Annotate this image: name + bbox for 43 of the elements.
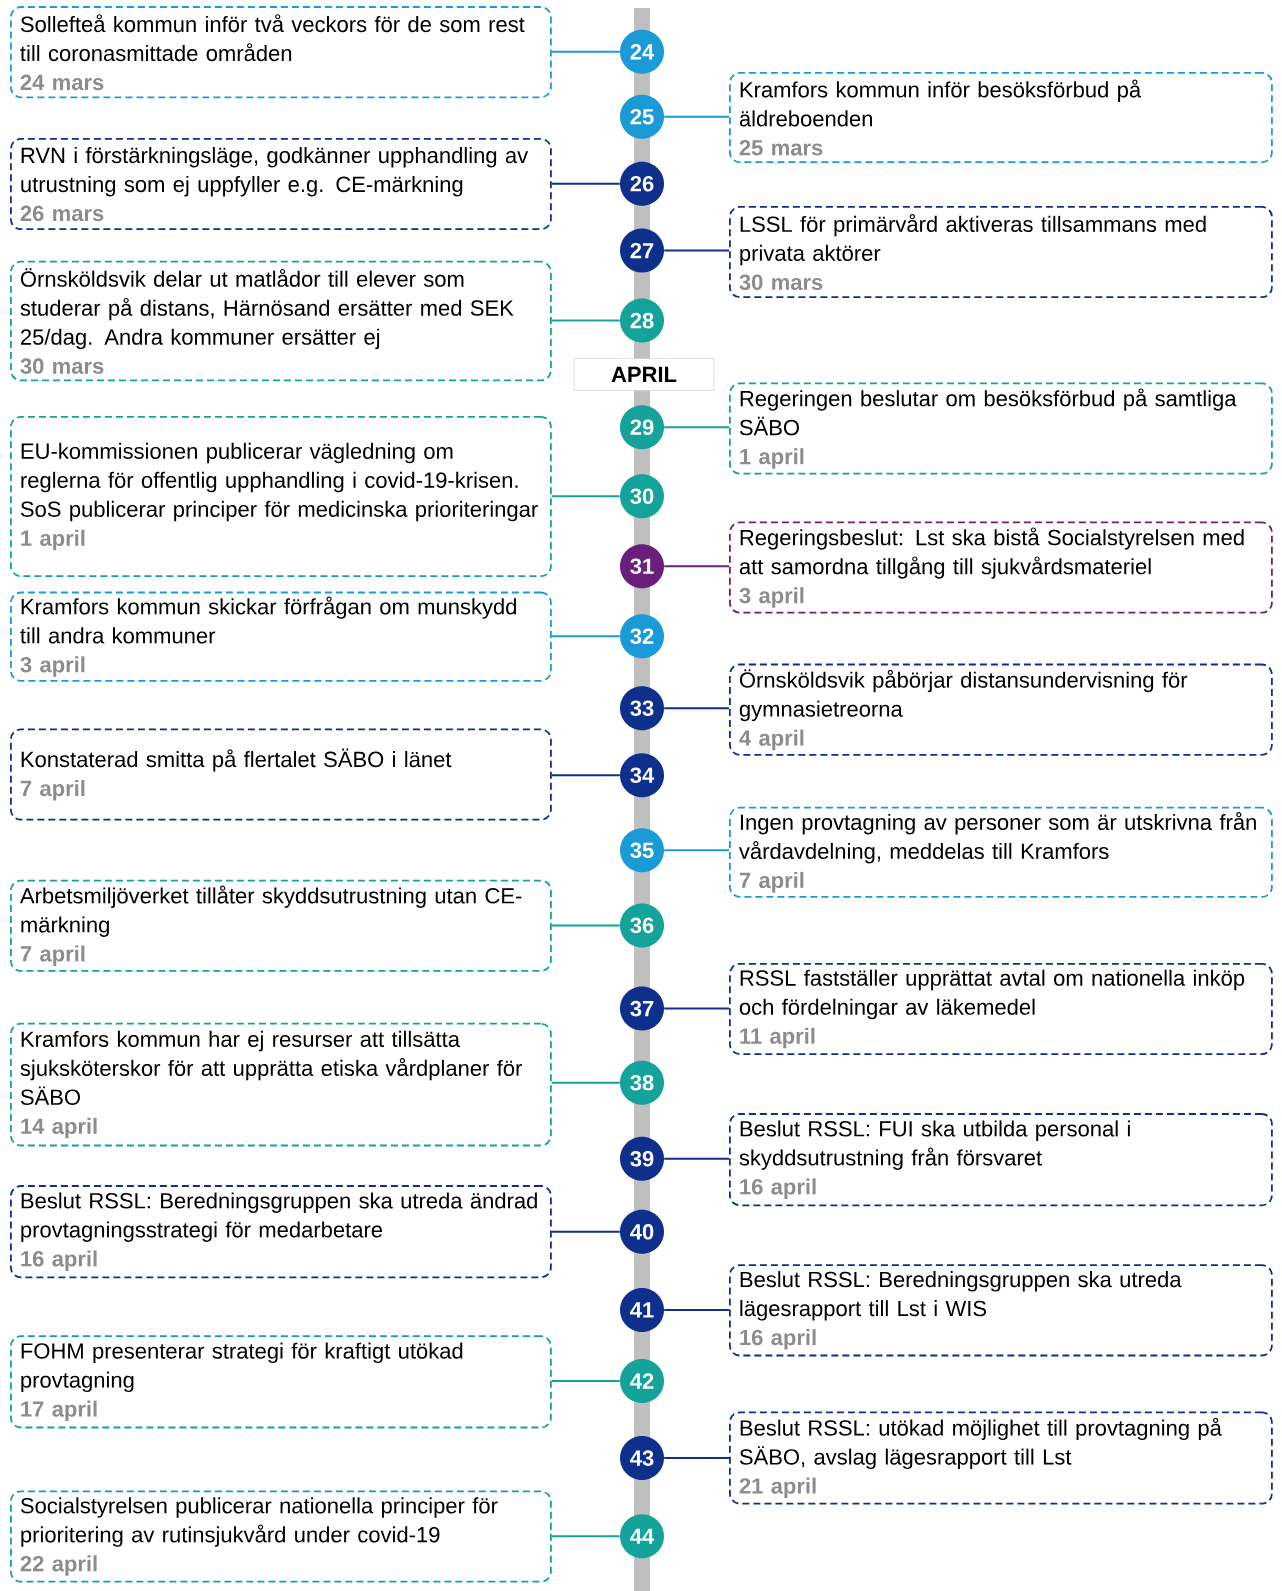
connector-line (663, 1457, 730, 1460)
connector-line (550, 182, 621, 185)
event-box: Kramfors kommun inför besöksförbud på äldreboenden 25 mars (729, 72, 1273, 164)
event-box: Kramfors kommun skickar förfrågan om munskydd till andra kommuner 3 april (10, 591, 552, 682)
event-box: Beslut RSSL: utökad möjlighet till provtagning på SÄBO, avslag lägesrapport till Lst 21 april (729, 1411, 1273, 1505)
event-box: Kramfors kommun har ej resurser att tillsätta sjuksköterskor för att upprätta etiska vårdplaner för SÄBO 14 april (10, 1022, 552, 1147)
connector-line (663, 426, 730, 429)
connector-line (550, 1230, 621, 1233)
event-box: Arbetsmiljöverket tillåter skyddsutrustning utan CE-märkning 7 april (10, 879, 552, 972)
connector-line (550, 774, 621, 777)
event-box: Örnsköldsvik påbörjar distansundervisning för gymnasietreorna 4 april (729, 663, 1273, 756)
event-box: FOHM presenterar strategi för kraftigt utökad provtagning 17 april (10, 1335, 552, 1429)
connector-line (663, 115, 730, 118)
connector-line (663, 565, 730, 568)
connector-line (663, 707, 730, 710)
connector-line (663, 1308, 730, 1311)
connector-line (663, 1007, 730, 1010)
connector-line (550, 1081, 621, 1084)
connector-line (550, 319, 621, 322)
connector-line (550, 50, 621, 53)
month-label: APRIL (573, 358, 715, 391)
event-box: RVN i förstärkningsläge, godkänner upphandling av utrustning som ej uppfyller e.g. CE-märkning 26 mars (10, 138, 552, 231)
connector-line (663, 249, 730, 252)
connector-line (550, 1535, 621, 1538)
event-box: Örnsköldsvik delar ut matlådor till elever som studerar på distans, Härnösand ersätter med SEK 25/dag. Andra kommuner ersätter ej 30 mars (10, 260, 552, 382)
event-box: RSSL fastställer upprättat avtal om nationella inköp och fördelningar av läkemedel 11 april (729, 962, 1273, 1055)
event-box: EU-kommissionen publicerar vägledning om reglerna för offentlig upphandling i covid-19-krisen. SoS publicerar principer för medicinska prioriteringar 1 april (10, 416, 552, 578)
event-box: Beslut RSSL: Beredningsgruppen ska utreda ändrad provtagningsstrategi för medarbetare 16 april (10, 1185, 552, 1279)
event-box: Ingen provtagning av personer som är utskrivna från vårdavdelning, meddelas till Kramfors 7 april (729, 806, 1273, 898)
connector-line (550, 1380, 621, 1382)
event-box: Regeringen beslutar om besöksförbud på samtliga SÄBO 1 april (729, 382, 1273, 475)
event-box: LSSL för primärvård aktiveras tillsammans med privata aktörer 30 mars (729, 206, 1273, 299)
connector-line (550, 635, 621, 638)
event-box: Socialstyrelsen publicerar nationella principer för prioritering av rutinsjukvård under covid-19 22 april (10, 1490, 552, 1583)
event-box: Beslut RSSL: FUI ska utbilda personal i skyddsutrustning från försvaret 16 april (729, 1113, 1273, 1207)
event-box: Sollefteå kommun inför två veckors för de som rest till coronasmittade områden 24 mars (10, 6, 552, 99)
event-box: Regeringsbeslut: Lst ska bistå Socialstyrelsen med att samordna tillgång till sjukvårdsmateriel 3 april (729, 521, 1273, 614)
event-box: Konstaterad smitta på flertalet SÄBO i länet 7 april (10, 728, 552, 821)
event-box: Beslut RSSL: Beredningsgruppen ska utreda lägesrapport till Lst i WIS 16 april (729, 1264, 1273, 1357)
connector-line (663, 849, 730, 852)
connector-line (550, 924, 621, 927)
connector-line (550, 495, 621, 498)
connector-line (663, 1157, 730, 1160)
